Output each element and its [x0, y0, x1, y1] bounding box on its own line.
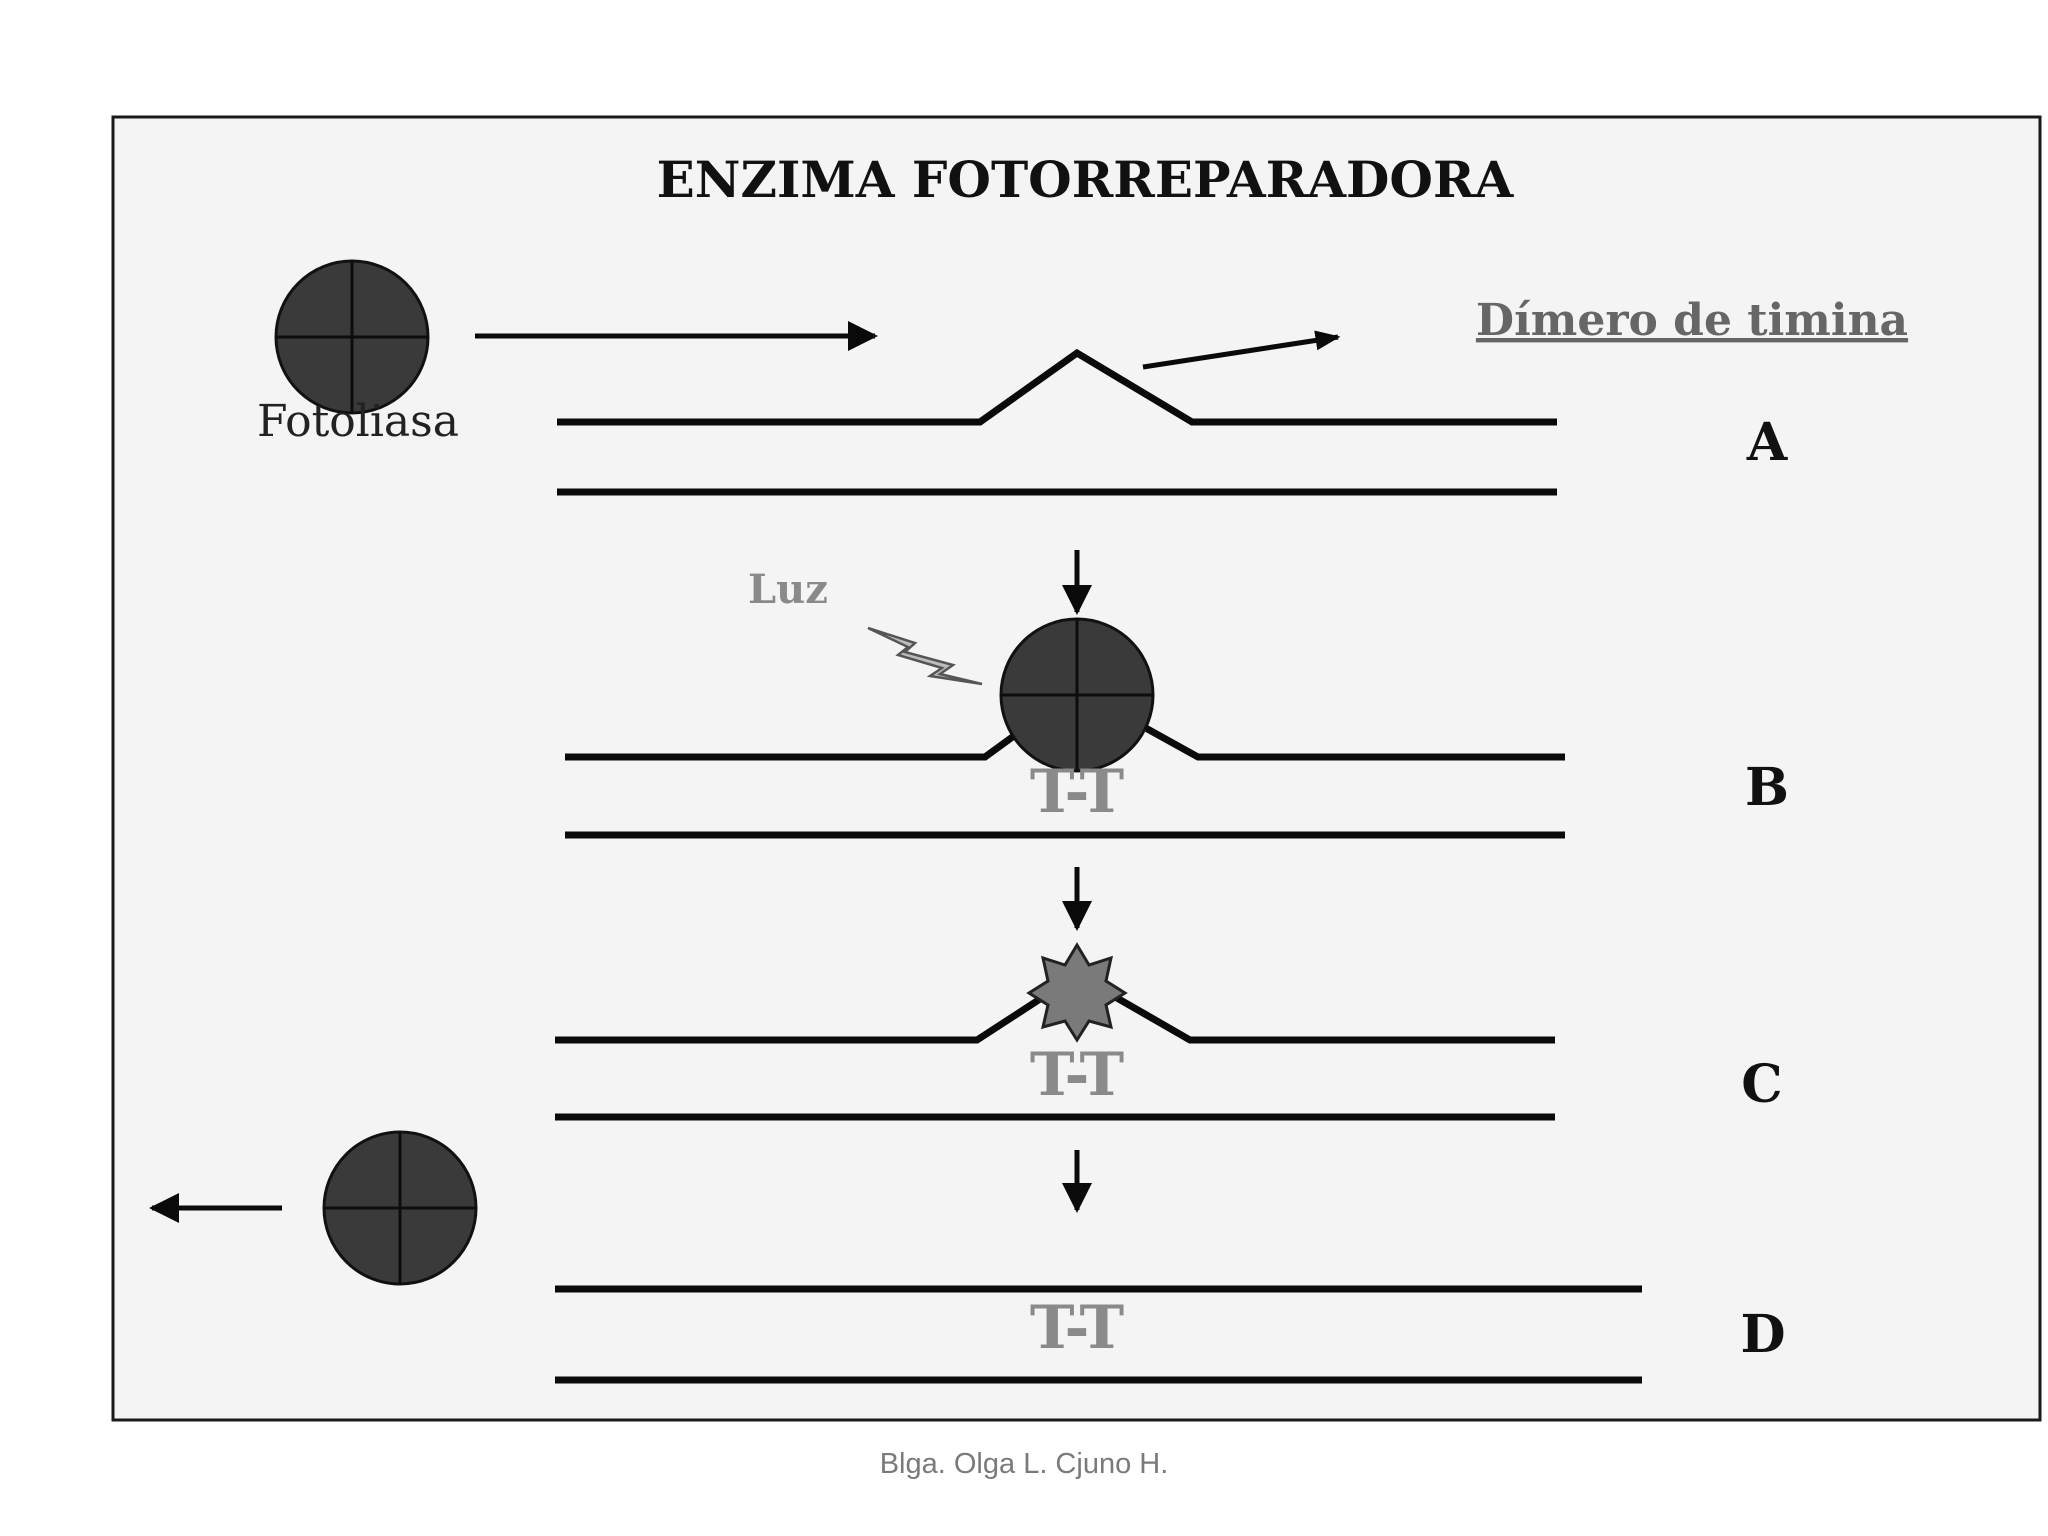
strand-a-top [557, 348, 1557, 426]
dimer-text-b: T-T [1030, 757, 1125, 827]
step-label-c: C [1741, 1054, 1782, 1115]
diagram-title: ENZIMA FOTORREPARADORA [657, 150, 1515, 209]
activated-enzyme-star-icon [1026, 942, 1128, 1043]
enzyme-bound [999, 617, 1155, 773]
enzyme-released [322, 1130, 478, 1286]
step-label-b: B [1745, 757, 1789, 818]
step-label-a: A [1746, 412, 1788, 473]
dimer-text-c: T-T [1030, 1040, 1125, 1110]
lightning-bolt-icon [867, 626, 983, 686]
light-label: Luz [748, 566, 828, 613]
dimer-label: Dímero de timina [1476, 295, 1908, 346]
author-credit: Blga. Olga L. Cjuno H. [879, 1448, 1169, 1480]
dimer-pointer-arrow-icon [1142, 330, 1341, 370]
enzyme-initial [274, 259, 430, 415]
enzyme-label: Fotoliasa [257, 396, 459, 447]
dimer-text-d: T-T [1030, 1293, 1125, 1363]
step-label-d: D [1740, 1304, 1785, 1365]
